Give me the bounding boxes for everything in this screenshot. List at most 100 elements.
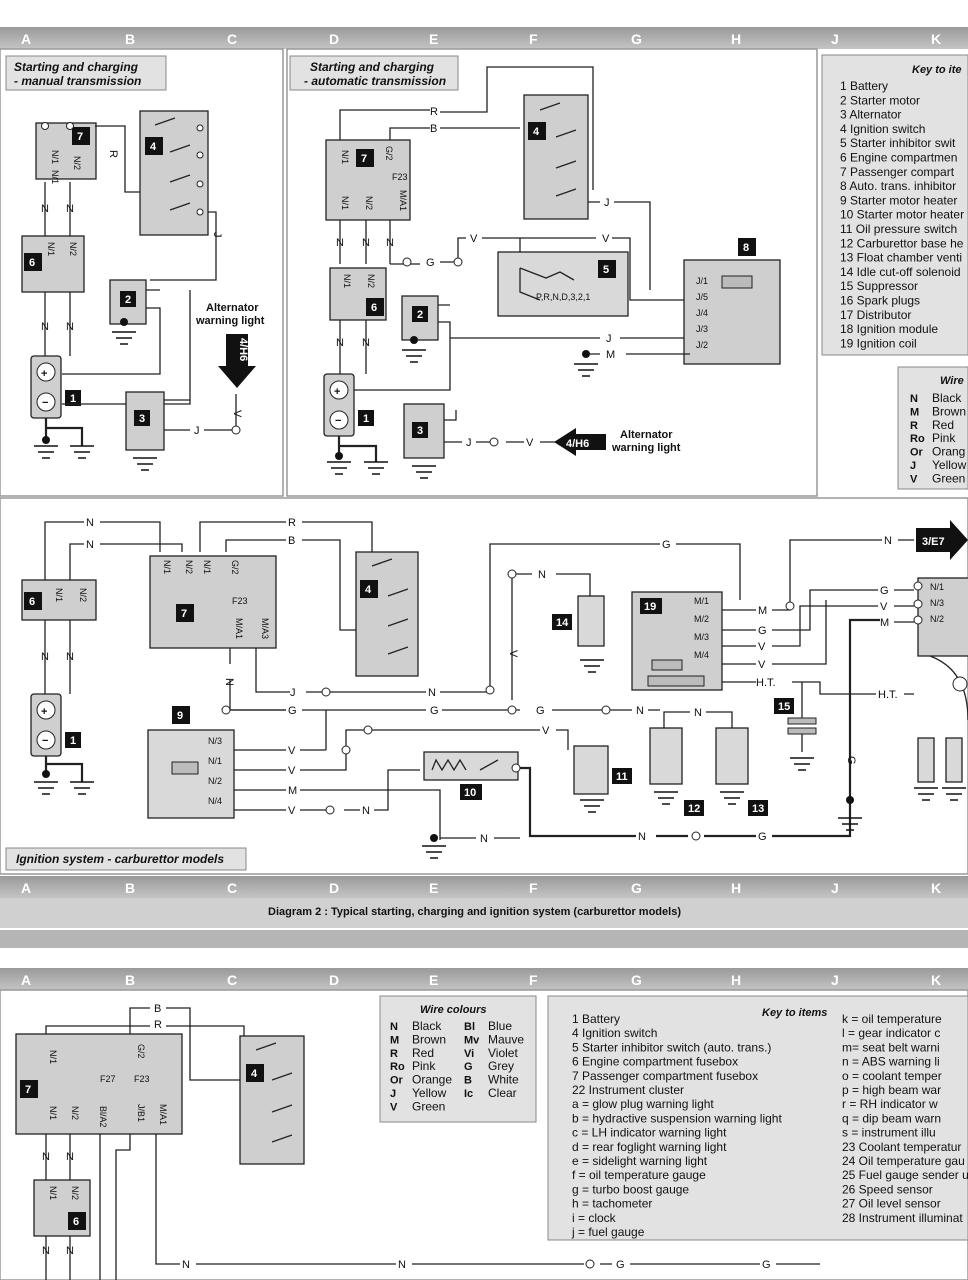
svg-text:Bl/A2: Bl/A2 xyxy=(98,1106,108,1128)
grid-letter: G xyxy=(631,880,642,896)
starter-motor-heater-10 xyxy=(423,751,519,781)
svg-text:4: 4 xyxy=(150,141,157,153)
grid-letter: B xyxy=(125,31,135,47)
svg-text:5: 5 xyxy=(603,264,609,276)
ht-label-distributor: H.T. xyxy=(878,689,898,701)
wire-code: Vi xyxy=(464,1048,474,1060)
svg-text:+: + xyxy=(41,368,47,380)
svg-text:N/3: N/3 xyxy=(930,598,944,608)
grid-letter: D xyxy=(329,972,339,988)
svg-text:7: 7 xyxy=(361,153,367,165)
key-item: 25 Fuel gauge sender u xyxy=(842,1168,968,1182)
svg-text:B: B xyxy=(154,1003,161,1015)
key-item: 16 Spark plugs xyxy=(840,294,920,308)
key-item: 6 Engine compartmen xyxy=(840,151,957,165)
grid-letter: D xyxy=(329,880,339,896)
svg-text:R: R xyxy=(430,106,438,118)
grid-letter: D xyxy=(329,31,339,47)
svg-text:V: V xyxy=(470,233,478,245)
svg-text:V: V xyxy=(231,410,243,418)
svg-text:N/1: N/1 xyxy=(48,1106,58,1120)
wire-code: M xyxy=(390,1034,399,1046)
wire-name: Yellow xyxy=(932,458,967,472)
grid-letter: H xyxy=(731,31,741,47)
svg-text:N/1: N/1 xyxy=(162,560,172,574)
key-item: r = RH indicator w xyxy=(842,1097,938,1111)
svg-text:N: N xyxy=(336,337,344,349)
bottom-wire-title: Wire colours xyxy=(420,1004,487,1016)
ignition-switch-4-inst xyxy=(239,1035,305,1165)
key-item: 23 Coolant temperatur xyxy=(842,1140,961,1154)
key-item: 4 Ignition switch xyxy=(572,1026,657,1040)
key-item: 9 Starter motor heater xyxy=(840,193,957,207)
svg-text:4: 4 xyxy=(365,584,372,596)
wire-name: Yellow xyxy=(412,1086,447,1100)
svg-text:J/1: J/1 xyxy=(696,276,708,286)
svg-text:N: N xyxy=(41,203,49,215)
svg-text:J: J xyxy=(606,333,612,345)
wire-code: R xyxy=(390,1048,398,1060)
svg-text:M/A1: M/A1 xyxy=(398,190,408,211)
key-item: 2 Starter motor xyxy=(840,93,920,107)
svg-text:N: N xyxy=(66,203,74,215)
svg-text:N: N xyxy=(386,237,394,249)
wire-name: Orange xyxy=(412,1073,452,1087)
manual-alt-warning-line2: warning light xyxy=(195,315,265,327)
svg-text:V: V xyxy=(288,765,296,777)
svg-text:V: V xyxy=(288,805,296,817)
key-item: s = instrument illu xyxy=(842,1126,936,1140)
grid-letter: K xyxy=(931,31,941,47)
ignition-switch-4-ign xyxy=(355,551,419,677)
svg-text:M/A3: M/A3 xyxy=(260,618,270,639)
grid-letter: F xyxy=(529,972,538,988)
svg-text:N/2: N/2 xyxy=(366,274,376,288)
svg-text:V: V xyxy=(288,745,296,757)
key-item: o = coolant temper xyxy=(842,1069,942,1083)
key-item: 8 Auto. trans. inhibitor xyxy=(840,179,956,193)
svg-text:N/1: N/1 xyxy=(48,1050,58,1064)
grid-letter: F xyxy=(529,880,538,896)
wire-code: Mv xyxy=(464,1034,480,1046)
svg-text:J/2: J/2 xyxy=(696,340,708,350)
svg-text:−: − xyxy=(335,415,341,427)
auto-alt-warning-line2: warning light xyxy=(611,442,681,454)
svg-text:M: M xyxy=(288,785,297,797)
key-item: i = clock xyxy=(572,1211,617,1225)
wire-name: Pink xyxy=(932,431,956,445)
wire-name: Red xyxy=(932,418,954,432)
svg-text:G/2: G/2 xyxy=(230,560,240,575)
svg-text:7: 7 xyxy=(25,1084,31,1096)
svg-text:4: 4 xyxy=(251,1068,258,1080)
grid-letter: K xyxy=(931,972,941,988)
svg-text:6: 6 xyxy=(29,596,35,608)
svg-text:+: + xyxy=(334,386,340,398)
grid-letter: G xyxy=(631,31,642,47)
passenger-fusebox-7 xyxy=(35,122,97,180)
svg-text:N: N xyxy=(223,678,235,686)
svg-text:N: N xyxy=(694,707,702,719)
key-item: 14 Idle cut-off solenoid xyxy=(840,265,961,279)
svg-text:11: 11 xyxy=(616,771,628,783)
key-item: g = turbo boost gauge xyxy=(572,1182,689,1196)
key-item: 1 Battery xyxy=(572,1012,620,1026)
wire-code: J xyxy=(390,1088,396,1100)
svg-text:F23: F23 xyxy=(232,596,248,606)
svg-text:N: N xyxy=(66,651,74,663)
key-item: 12 Carburettor base he xyxy=(840,236,964,250)
svg-text:J: J xyxy=(290,687,296,699)
svg-text:M: M xyxy=(880,617,889,629)
svg-text:J: J xyxy=(466,437,472,449)
idle-cutoff-solenoid-14 xyxy=(577,595,605,647)
svg-text:N/2: N/2 xyxy=(184,560,194,574)
svg-text:V: V xyxy=(507,650,519,658)
svg-text:G: G xyxy=(880,585,889,597)
svg-text:3: 3 xyxy=(139,413,145,425)
key-item: 3 Alternator xyxy=(840,108,901,122)
svg-text:F23: F23 xyxy=(392,172,408,182)
ignition-module-18 xyxy=(917,577,968,657)
wire-name: Brown xyxy=(932,404,966,418)
key-item: 11 Oil pressure switch xyxy=(840,222,957,236)
key-item: 5 Starter inhibitor switch (auto. trans.… xyxy=(572,1040,771,1054)
